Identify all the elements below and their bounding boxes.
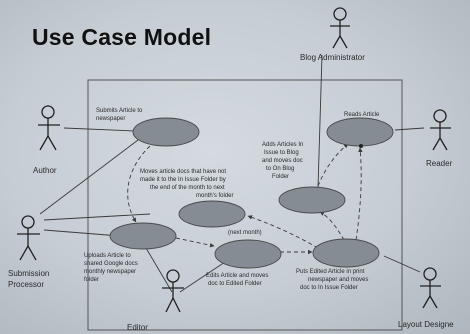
usecase-label-blog-5: Folder xyxy=(272,174,289,180)
assoc-processor-submit xyxy=(39,139,139,215)
assoc-editor-edit xyxy=(179,261,226,293)
relation-label-next-month: (next month) xyxy=(228,230,262,236)
actor-label-processor: Processor xyxy=(8,280,44,289)
usecase-label-submit-1: Submits Article to xyxy=(96,108,143,114)
usecase-label-blog-4: to On Blog xyxy=(266,166,294,172)
actor-submission-processor xyxy=(17,215,40,261)
actor-label-layout-designer: Layout Designe xyxy=(398,320,454,329)
usecase-upload-article xyxy=(109,222,177,250)
assoc-layout-put xyxy=(383,255,421,273)
association-lines xyxy=(39,54,425,293)
actor-label-author: Author xyxy=(33,166,57,175)
usecase-label-blog-2: Issue to Blog xyxy=(264,150,299,156)
usecase-label-move-1: Moves article docs that have not xyxy=(140,169,226,175)
actor-editor xyxy=(162,269,184,313)
actor-label-blog-administrator: Blog Administrator xyxy=(300,53,365,62)
slide-title: Use Case Model xyxy=(32,24,212,50)
actor-reader xyxy=(430,109,451,151)
usecase-label-blog-1: Adds Articles In xyxy=(262,142,303,148)
read-article-junction xyxy=(359,144,363,148)
dep-put-to-add xyxy=(319,211,345,241)
assoc-reader-read xyxy=(394,127,425,131)
dep-submit-to-upload xyxy=(127,145,151,223)
actor-layout-designer xyxy=(420,267,441,309)
actor-label-submission: Submission xyxy=(8,269,49,278)
usecase-edit-article xyxy=(214,239,282,269)
dependency-arrows xyxy=(127,143,363,255)
usecase-read-article xyxy=(326,117,394,147)
usecase-label-submit-2: newspaper xyxy=(96,116,125,122)
usecase-label-edit-1: Edits Article and moves xyxy=(206,273,268,279)
usecase-label-upload-1: Uploads Article to xyxy=(84,253,131,259)
system-boundary xyxy=(87,79,403,331)
actor-author xyxy=(38,105,60,151)
dep-put-to-read xyxy=(355,147,363,241)
assoc-blogadmin-add xyxy=(317,54,323,189)
usecase-add-to-blog xyxy=(278,186,346,214)
usecase-submit-article xyxy=(132,117,200,147)
dep-add-to-read xyxy=(317,143,349,187)
usecase-label-upload-2: shared Google docs xyxy=(84,261,138,267)
usecase-label-upload-4: folder xyxy=(84,277,99,283)
actor-label-reader: Reader xyxy=(426,159,453,168)
assoc-author-submit xyxy=(63,127,136,132)
dep-upload-to-edit xyxy=(175,237,215,248)
usecase-label-move-3: the end of the month to next xyxy=(150,185,225,191)
usecase-label-move-4: month's folder xyxy=(196,193,234,199)
usecase-label-blog-3: and moves doc xyxy=(262,158,303,164)
usecase-label-print-3: doc to In Issue Folder xyxy=(300,285,358,291)
usecase-put-in-print xyxy=(312,238,380,268)
assoc-processor-upload xyxy=(43,229,121,237)
usecase-label-print-2: newspaper and moves xyxy=(308,277,368,283)
usecase-label-upload-3: monthly newspaper xyxy=(84,269,136,275)
use-case-ellipses xyxy=(109,117,394,269)
actor-blog-administrator xyxy=(330,7,350,49)
assoc-editor-upload xyxy=(145,247,173,293)
actor-label-editor: Editor xyxy=(127,323,148,332)
usecase-label-read: Reads Article xyxy=(344,112,380,118)
usecase-move-docs xyxy=(178,200,246,228)
usecase-label-move-2: made it to the In Issue Folder by xyxy=(140,177,226,183)
usecase-label-print-1: Puts Edited Article in print xyxy=(296,269,365,275)
assoc-processor-move xyxy=(43,213,151,221)
usecase-label-edit-2: doc to Edited Folder xyxy=(208,281,262,287)
dep-put-to-move xyxy=(247,215,319,249)
